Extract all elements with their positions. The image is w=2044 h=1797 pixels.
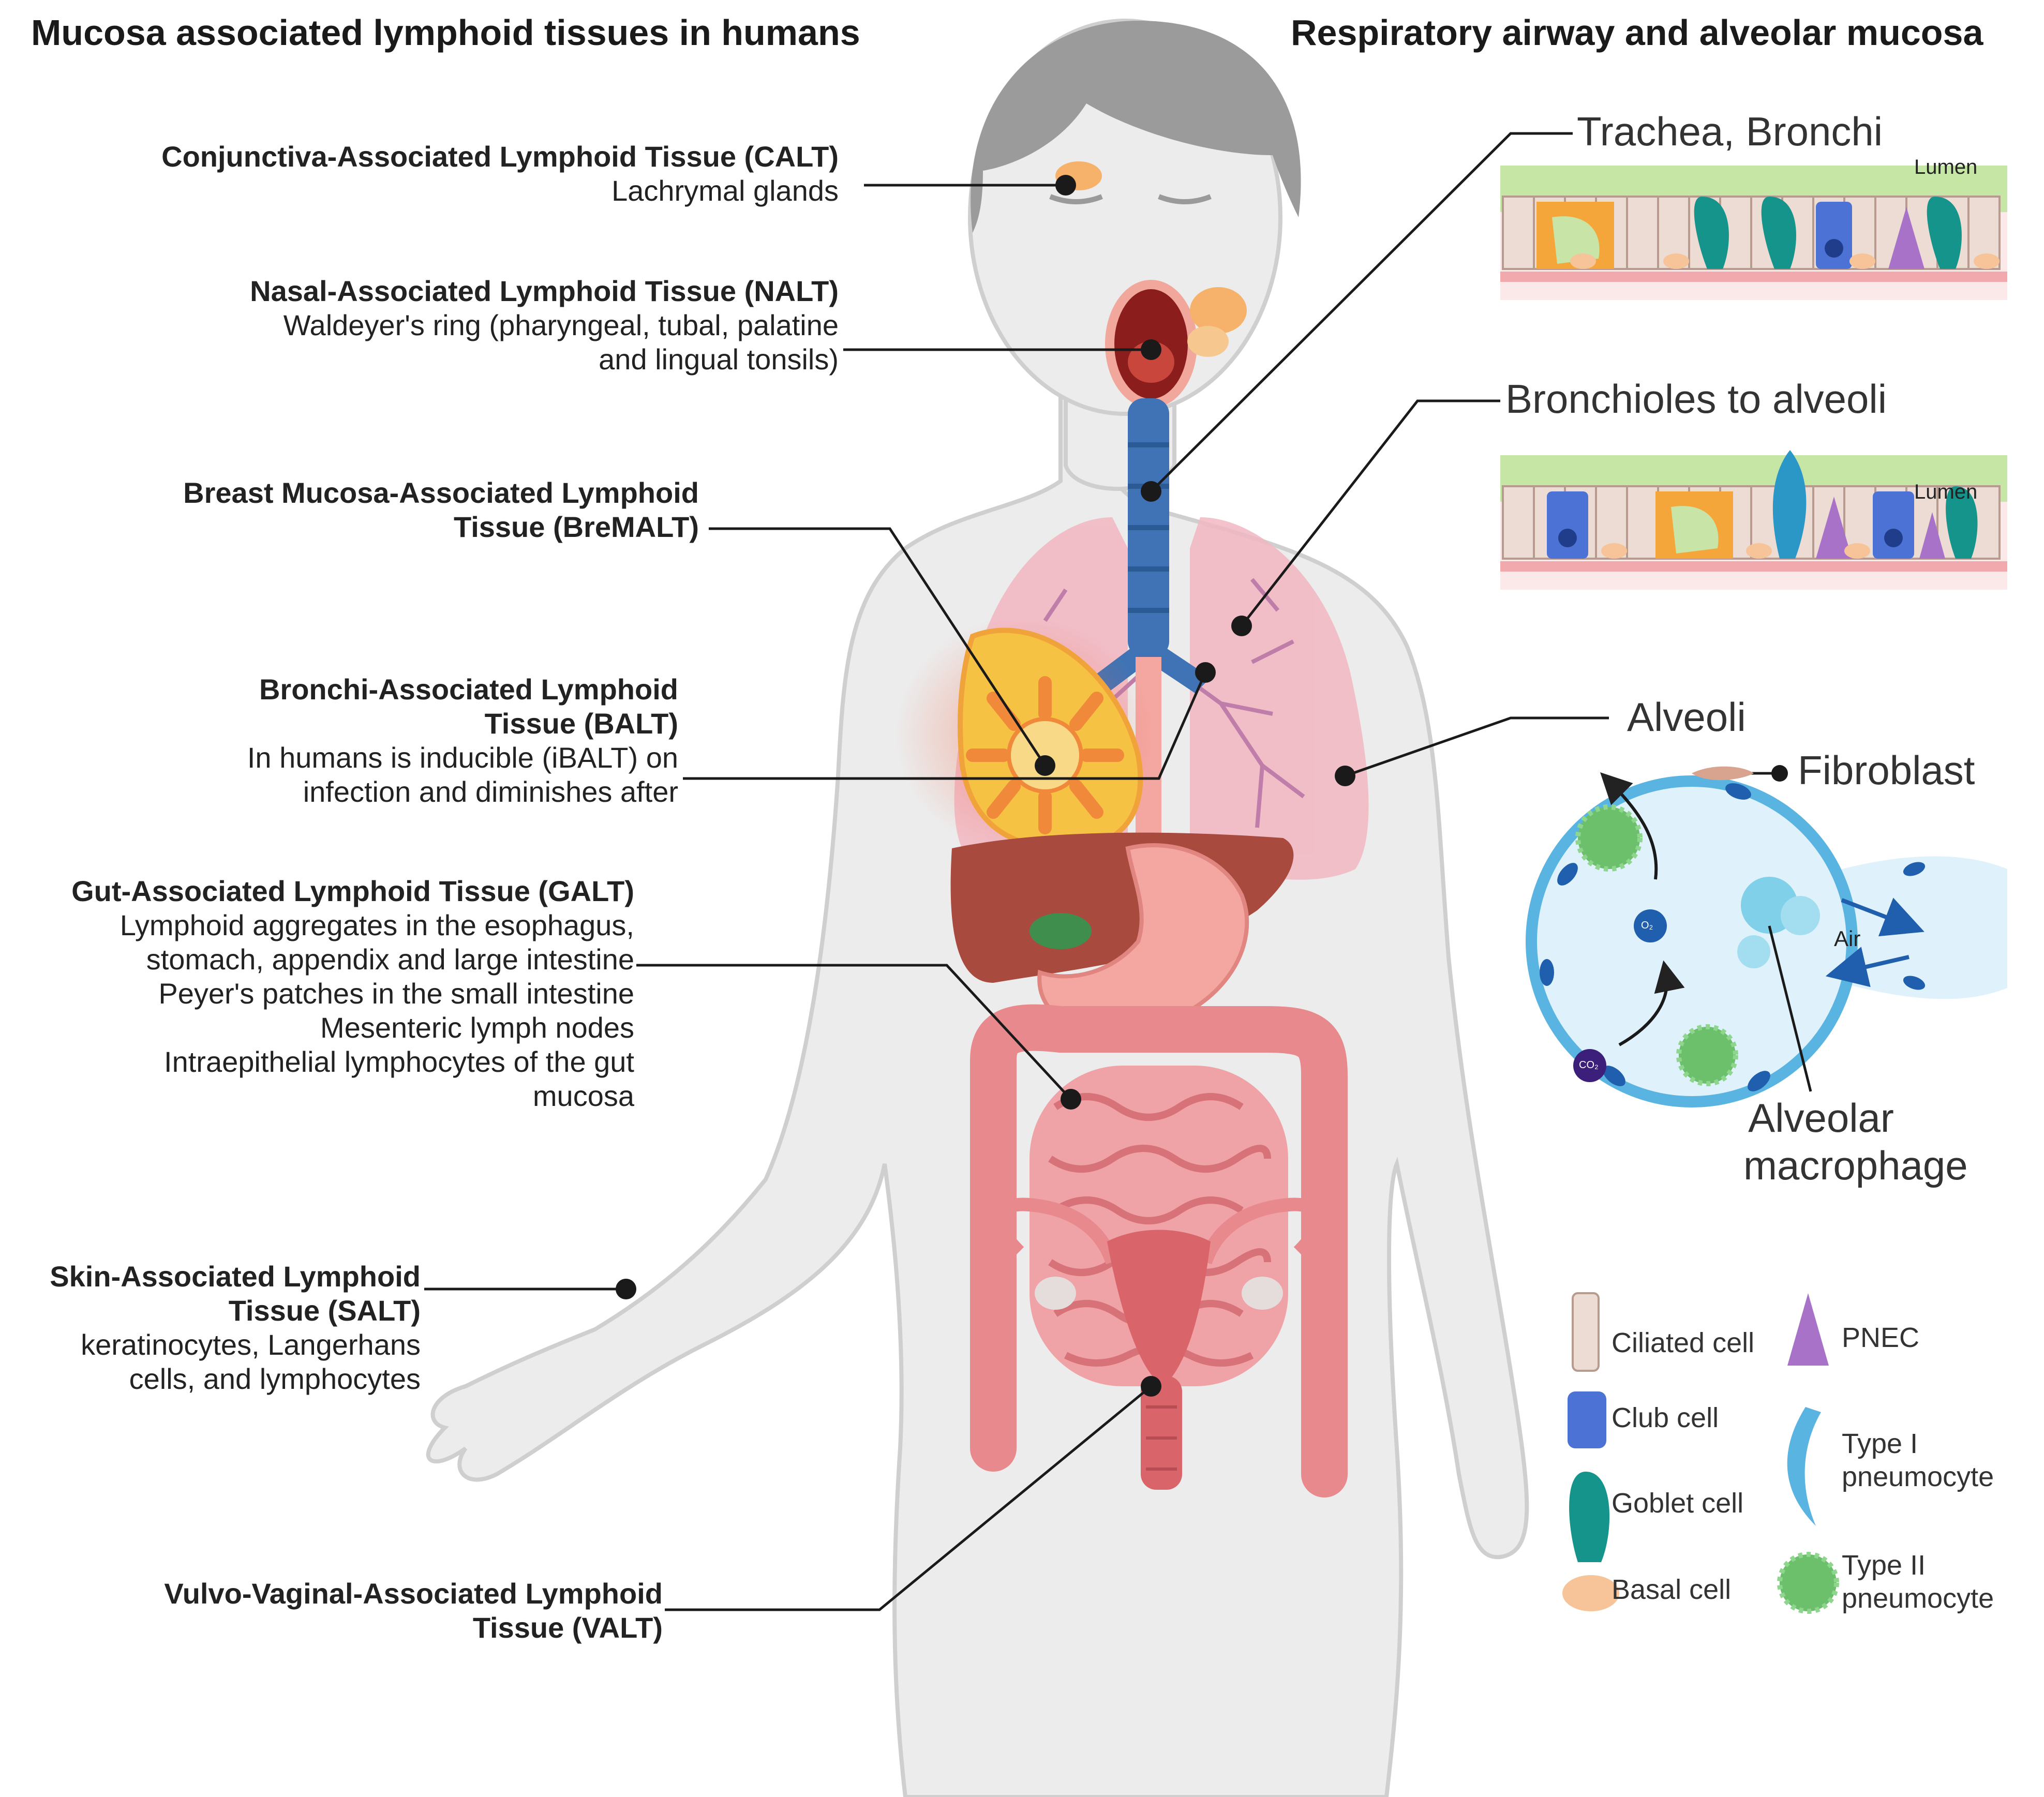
nalt-desc-1: Waldeyer's ring (pharyngeal, tubal, pala… (283, 309, 839, 342)
legend-type1-line2: pneumocyte (1842, 1461, 1994, 1492)
balt-label: Bronchi-Associated Lymphoid Tissue (BALT… (247, 672, 678, 809)
legend-goblet-cell: Goblet cell (1612, 1488, 1744, 1519)
legend-type2-line2: pneumocyte (1842, 1582, 1994, 1614)
o2-molecule (1634, 909, 1667, 942)
eye-right (1158, 194, 1212, 204)
salt-label: Skin-Associated Lymphoid Tissue (SALT) k… (50, 1260, 421, 1396)
bronchioles-label: Bronchioles to alveoli (1505, 376, 1887, 422)
legend-type1: Type I pneumocyte (1842, 1428, 1994, 1493)
ciliated-cell-icon (1572, 1292, 1600, 1372)
salt-name-2: Tissue (SALT) (228, 1294, 421, 1327)
basal-cell-icon (1562, 1575, 1619, 1611)
galt-label: Gut-Associated Lymphoid Tissue (GALT) Ly… (71, 874, 634, 1114)
fibroblast-label: Fibroblast (1798, 747, 1975, 793)
type2-pneumocyte (1575, 804, 1643, 872)
type1-pneumocyte-icon (1787, 1407, 1821, 1526)
galt-desc-5: Intraepithelial lymphocytes of the gut (164, 1045, 634, 1079)
calt-name: Conjunctiva-Associated Lymphoid Tissue (… (161, 140, 839, 173)
galt-desc-4: Mesenteric lymph nodes (320, 1011, 634, 1044)
balt-name-1: Bronchi-Associated Lymphoid (259, 673, 678, 706)
calt-label: Conjunctiva-Associated Lymphoid Tissue (… (161, 140, 839, 208)
salivary-gland (1190, 287, 1247, 334)
galt-desc-2: stomach, appendix and large intestine (146, 943, 634, 976)
galt-name: Gut-Associated Lymphoid Tissue (GALT) (71, 875, 634, 907)
salt-name-1: Skin-Associated Lymphoid (50, 1260, 421, 1293)
galt-desc-6: mucosa (532, 1080, 634, 1113)
gallbladder (1030, 913, 1092, 949)
legend-type2: Type II pneumocyte (1842, 1549, 1994, 1615)
salt-desc-2: cells, and lymphocytes (129, 1362, 421, 1396)
lung-right (1190, 517, 1369, 880)
macrophage-label-2: macrophage (1743, 1143, 1968, 1189)
uterus (992, 1197, 1325, 1490)
o2-label: O₂ (1641, 920, 1653, 931)
alveolus-diagram (1526, 765, 2007, 1107)
left-panel-title: Mucosa associated lymphoid tissues in hu… (31, 12, 860, 53)
trachea-bronchi-label: Trachea, Bronchi (1577, 109, 1883, 154)
large-intestine (970, 1004, 1348, 1498)
valt-label: Vulvo-Vaginal-Associated Lymphoid Tissue… (164, 1577, 663, 1645)
legend-ciliated-cell: Ciliated cell (1612, 1327, 1755, 1358)
salivary-gland-2 (1187, 326, 1229, 357)
legend-pnec: PNEC (1842, 1322, 1920, 1353)
bremalt-name-1: Breast Mucosa-Associated Lymphoid (183, 476, 699, 509)
lumen-label-2: Lumen (1914, 481, 1978, 503)
salt-desc-1: keratinocytes, Langerhans (81, 1328, 421, 1361)
lumen-label-1: Lumen (1914, 156, 1978, 178)
calt-desc: Lachrymal glands (611, 174, 839, 207)
galt-desc-1: Lymphoid aggregates in the esophagus, (120, 909, 634, 942)
legend-type1-line1: Type I (1842, 1428, 1918, 1459)
alveolar-macrophage-label: Alveolar macrophage (1743, 1094, 1968, 1189)
type2-pneumocyte-2 (1676, 1024, 1738, 1086)
pnec-icon (1787, 1293, 1829, 1366)
tonsil (1128, 341, 1174, 383)
type1-nuclei (1540, 783, 1926, 1091)
nalt-label: Nasal-Associated Lymphoid Tissue (NALT) … (250, 274, 839, 377)
macrophage-label-1: Alveolar (1748, 1095, 1894, 1141)
nalt-name: Nasal-Associated Lymphoid Tissue (NALT) (250, 275, 839, 307)
air-label: Air (1834, 926, 1861, 951)
leader-lines (424, 184, 1207, 1611)
balt-desc-1: In humans is inducible (iBALT) on (247, 741, 678, 774)
legend-type2-line1: Type II (1842, 1550, 1926, 1581)
galt-desc-3: Peyer's patches in the small intestine (158, 977, 634, 1010)
bremalt-name-2: Tissue (BreMALT) (454, 511, 699, 544)
co2-label: CO₂ (1579, 1059, 1599, 1071)
co2-molecule (1573, 1049, 1606, 1082)
nalt-desc-2: and lingual tonsils) (599, 343, 839, 376)
legend-basal-cell: Basal cell (1612, 1574, 1732, 1605)
fibroblast (1692, 766, 1754, 781)
type2-pneumocyte-icon (1777, 1552, 1839, 1614)
legend-club-cell: Club cell (1612, 1402, 1719, 1433)
balt-desc-2: infection and diminishes after (303, 775, 678, 808)
valt-name-2: Tissue (VALT) (472, 1611, 663, 1644)
hair (971, 21, 1301, 233)
bremalt-label: Breast Mucosa-Associated Lymphoid Tissue… (183, 476, 699, 544)
breast-lobules (966, 676, 1124, 834)
alveoli-label: Alveoli (1627, 694, 1746, 740)
valt-name-1: Vulvo-Vaginal-Associated Lymphoid (164, 1577, 663, 1610)
club-cell-icon (1568, 1391, 1606, 1448)
legend-icons (1562, 1292, 1839, 1614)
right-leader-lines (1150, 132, 1780, 777)
trachea (1092, 398, 1211, 693)
eye-left (1049, 194, 1103, 204)
goblet-cell-icon (1569, 1472, 1610, 1562)
trachea-epithelium (1500, 166, 2007, 300)
balt-name-2: Tissue (BALT) (484, 707, 678, 740)
bronchiole-epithelium (1500, 450, 2007, 590)
right-panel-title: Respiratory airway and alveolar mucosa (1291, 12, 1983, 53)
